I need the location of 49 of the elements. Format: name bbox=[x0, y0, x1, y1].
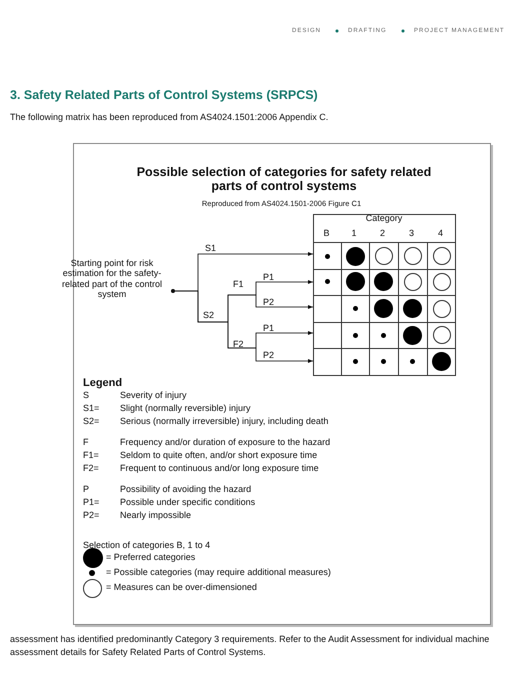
column-group-heading: Category bbox=[364, 213, 404, 224]
legend-text: = Measures can be over-dimensioned bbox=[106, 582, 257, 592]
branch-label: F1 bbox=[233, 279, 244, 290]
legend-key: S2= bbox=[83, 416, 100, 426]
legend-key: P1= bbox=[83, 497, 100, 508]
body-text: assessment has identified predominantly Category 3 requirements. Refer to the Audit Assessment for individual machine assessment details for Safety Related Parts of Control Systems. bbox=[10, 633, 490, 660]
legend-text: Possibility of avoiding the hazard bbox=[120, 484, 252, 494]
legend-text: Frequency and/or duration of exposure to the hazard bbox=[120, 437, 330, 448]
matrix-row bbox=[313, 242, 456, 270]
legend-text: Selection of categories B, 1 to 4 bbox=[83, 540, 210, 550]
legend-heading: Legend bbox=[83, 377, 122, 390]
legend-key: F bbox=[83, 437, 88, 448]
legend-text: Nearly impossible bbox=[120, 510, 192, 520]
legend-text: Seldom to quite often, and/or short exposure time bbox=[120, 450, 318, 460]
legend-text: = Possible categories (may require additional measures) bbox=[106, 567, 331, 578]
legend-key: S bbox=[83, 390, 90, 400]
legend-key: F1= bbox=[83, 450, 99, 460]
column-label: 1 bbox=[350, 228, 358, 238]
legend-text: Severity of injury bbox=[120, 390, 187, 400]
edge-label: P2 bbox=[263, 297, 274, 308]
edge-label: P1 bbox=[263, 272, 274, 282]
legend-key: P bbox=[83, 484, 90, 494]
legend-text: Slight (normally reversible) injury bbox=[120, 403, 251, 414]
column-label: 3 bbox=[408, 228, 415, 238]
legend-key: P2= bbox=[83, 510, 100, 520]
legend-key: F2= bbox=[83, 463, 99, 474]
branch-label: F2 bbox=[233, 339, 244, 350]
start-dot bbox=[171, 289, 175, 293]
legend-text: Frequent to continuous and/or long exposure time bbox=[120, 463, 319, 474]
matrix-row bbox=[313, 268, 456, 296]
column-label: 4 bbox=[436, 228, 444, 238]
branch-label: S2 bbox=[203, 310, 214, 320]
edge-label: P2 bbox=[263, 350, 274, 360]
legend-text: Serious (normally irreversible) injury, including death bbox=[120, 416, 328, 426]
edge-label: S1 bbox=[205, 243, 216, 254]
intro-text: The following matrix has been reproduced from AS4024.1501:2006 Appendix C. bbox=[10, 112, 328, 122]
column-label: 2 bbox=[378, 228, 386, 238]
matrix-row bbox=[313, 348, 456, 376]
legend-text: Possible under specific conditions bbox=[120, 497, 256, 508]
legend-text: = Preferred categories bbox=[106, 552, 196, 562]
arrow bbox=[174, 290, 314, 363]
section-heading: 3. Safety Related Parts of Control Systems (SRPCS) bbox=[10, 88, 318, 102]
matrix-row bbox=[313, 322, 456, 349]
column-label: B bbox=[322, 228, 330, 238]
edge-label: P1 bbox=[263, 323, 274, 334]
legend-key: S1= bbox=[83, 403, 100, 414]
matrix-row bbox=[313, 295, 456, 323]
figure-title: Possible selection of categories for safety related parts of control systems bbox=[136, 165, 432, 194]
start-point-text: Starting point for risk estimation for the safety-related part of the control system bbox=[60, 258, 164, 300]
